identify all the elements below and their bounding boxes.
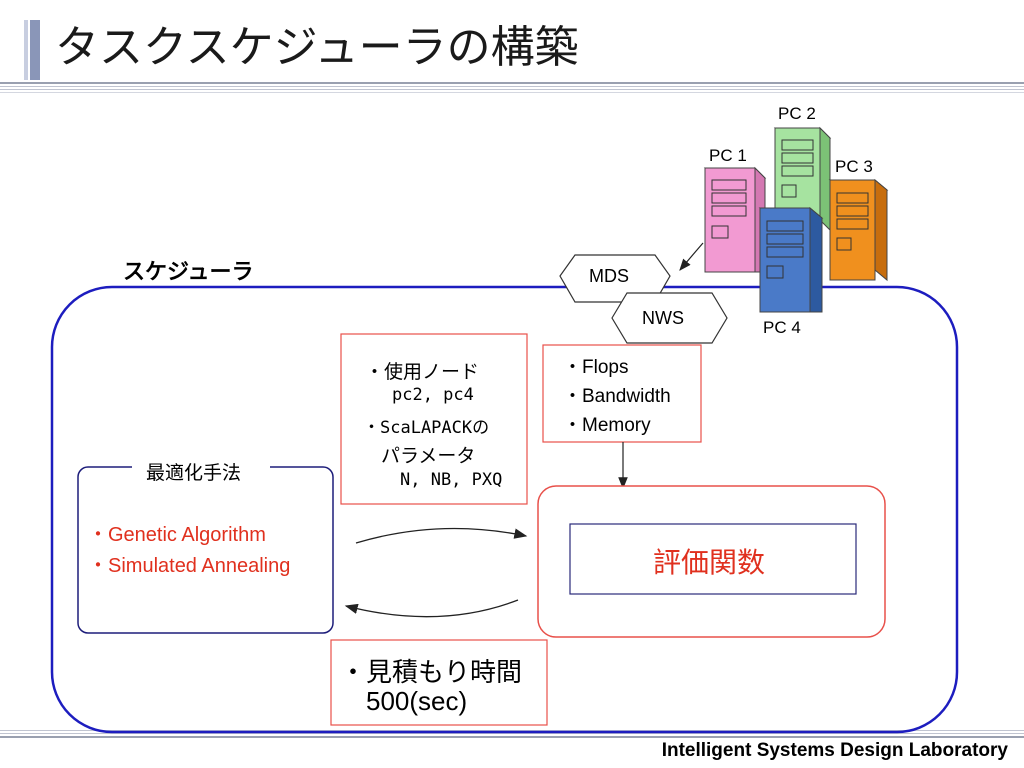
pc-to-mds-arrow (679, 242, 704, 271)
optimization-title: 最適化手法 (146, 462, 242, 484)
footer-stripe (0, 736, 1024, 738)
pc1-server (703, 166, 767, 273)
optimization-title-bg (132, 458, 270, 478)
opt-to-eval-arrow (355, 527, 528, 544)
metrics-line: ・Bandwidth (563, 386, 671, 407)
header-stripe (0, 86, 1024, 87)
estimate-line: ・見積もり時間 (340, 658, 523, 688)
optimization-method: ・Simulated Annealing (88, 555, 291, 577)
scheduler-container (50, 285, 959, 734)
pc4-label: PC 4 (763, 318, 801, 337)
pc1-label: PC 1 (709, 146, 747, 165)
params-line: パラメータ (381, 445, 476, 467)
title-accent-light (24, 20, 28, 80)
metrics-box (542, 344, 702, 443)
estimate-box (330, 639, 548, 726)
footer-stripe (0, 733, 1024, 734)
nws-hexagon (611, 292, 728, 344)
metrics-line: ・Flops (563, 357, 629, 378)
footer-lab-name: Intelligent Systems Design Laboratory (661, 740, 1008, 761)
evaluation-inner-box (569, 523, 857, 595)
header-stripe (0, 82, 1024, 84)
pc3-server (828, 178, 889, 282)
evaluation-function-label: 評価関数 (653, 546, 766, 579)
params-box (340, 333, 528, 505)
title-accent-bar (30, 20, 40, 80)
nws-label: NWS (642, 308, 684, 328)
params-line: N, NB, PXQ (400, 470, 503, 490)
params-line: ・使用ノード (365, 361, 480, 383)
mds-hexagon (559, 254, 671, 303)
pc4-server (758, 206, 824, 313)
footer-stripe (0, 730, 1024, 731)
estimate-value: 500(sec) (366, 686, 468, 716)
header-stripe (0, 92, 1024, 93)
optimization-method: ・Genetic Algorithm (88, 524, 266, 546)
params-line: pc2, pc4 (392, 385, 474, 405)
pc3-label: PC 3 (835, 157, 873, 176)
scheduler-label: スケジューラ (123, 260, 254, 285)
pc2-server (773, 126, 832, 232)
slide-title: タスクスケジューラの構築 (55, 22, 579, 73)
eval-to-opt-arrow (344, 599, 519, 618)
metrics-line: ・Memory (563, 415, 651, 436)
mds-label: MDS (589, 266, 629, 286)
header-stripe (0, 89, 1024, 90)
params-line: ・ScaLAPACKの (363, 418, 490, 438)
pc2-label: PC 2 (778, 104, 816, 123)
